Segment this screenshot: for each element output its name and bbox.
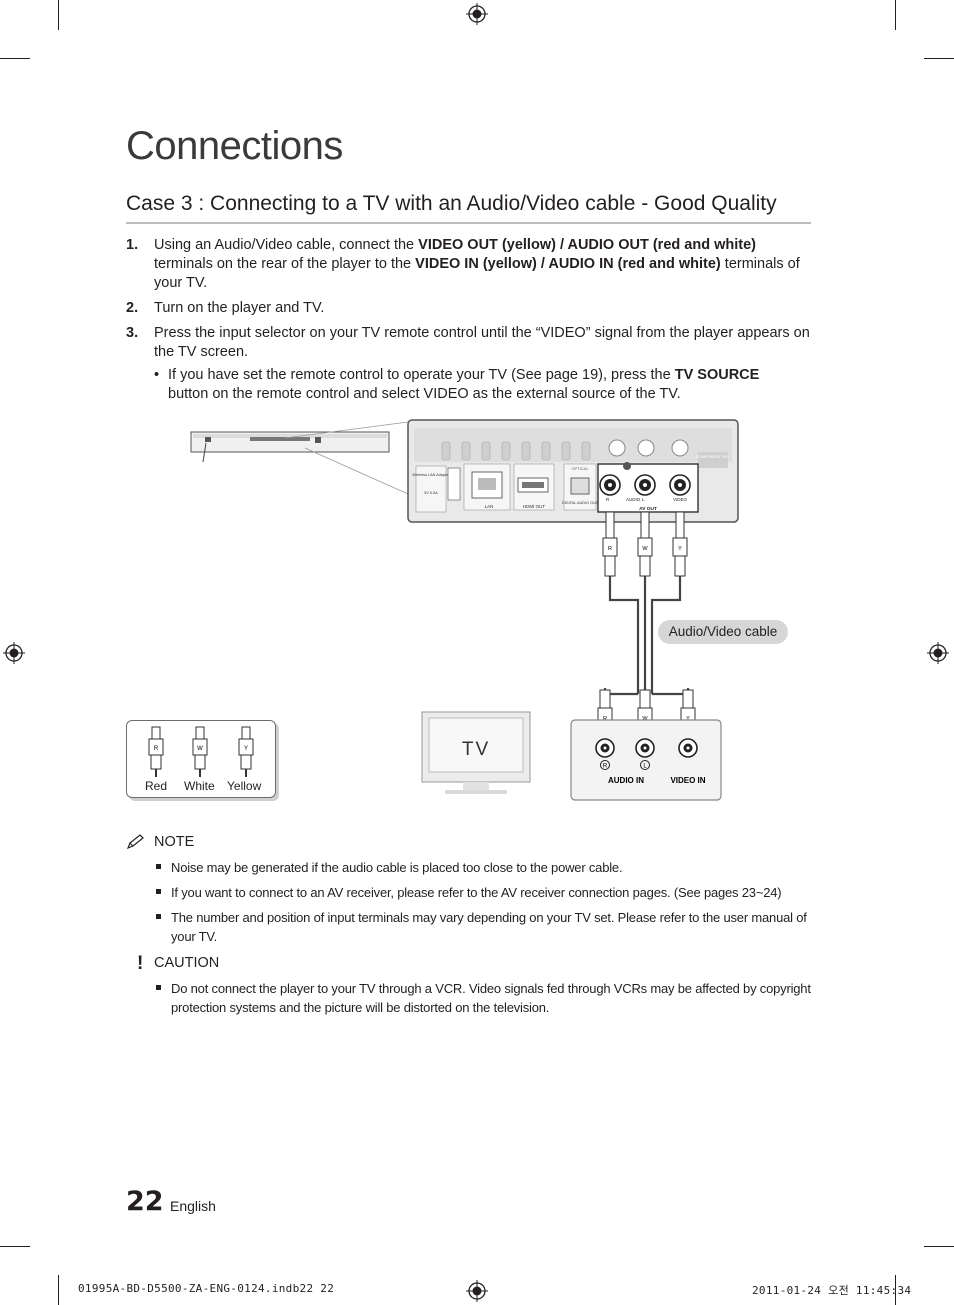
crop-mark	[924, 58, 954, 59]
tv-audio-in-label: AUDIO IN	[608, 776, 644, 785]
top-plugs: R W Y	[602, 511, 688, 577]
registration-mark-icon	[466, 3, 488, 25]
heading-rule	[126, 222, 811, 224]
legend-yellow: Yellow	[227, 779, 262, 793]
crop-mark	[924, 1246, 954, 1247]
bullet-text-part: button on the remote control and select …	[168, 386, 681, 402]
step-number: 2.	[126, 300, 139, 316]
av-cable	[608, 576, 682, 694]
plug-legend-icons: R W Y	[148, 726, 254, 777]
exclamation-icon: !	[137, 953, 144, 974]
bullet-square	[156, 864, 161, 869]
hdmi-label: HDMI OUT	[523, 504, 545, 509]
plug-letter-y: Y	[686, 716, 690, 722]
bullet-text-part: If you have set the remote control to op…	[168, 367, 675, 383]
note-text: The number and position of input termina…	[171, 910, 807, 944]
crop-mark	[0, 58, 30, 59]
av-r-label: R	[606, 497, 610, 502]
step-text: Turn on the player and TV.	[154, 300, 325, 316]
av-video-label: VIDEO	[673, 497, 688, 502]
step-number: 3.	[126, 325, 139, 341]
plug-letter-w: W	[642, 716, 648, 722]
bullet-text-bold: TV SOURCE	[674, 367, 760, 383]
tv-l-label: L	[643, 764, 647, 770]
plug-letter-w: W	[197, 746, 203, 752]
wireless-label: Wireless LAN Adapter	[412, 473, 450, 477]
step-text-part: terminals of your TV.	[154, 256, 800, 291]
caution-text: Do not connect the player to your TV thr…	[171, 981, 811, 1015]
bullet-square	[156, 985, 161, 990]
section-heading: Case 3 : Connecting to a TV with an Audi…	[126, 192, 777, 215]
tv-r-label: R	[603, 764, 608, 770]
step-text-part: terminals on the rear of the player to t…	[154, 256, 416, 272]
bullet-dot: •	[154, 367, 160, 383]
white-plug-icon: W	[192, 726, 208, 777]
crop-mark	[58, 1275, 59, 1305]
wireless-rating: 5V 0.5A	[424, 491, 438, 495]
pencil-icon	[126, 834, 144, 850]
lan-label: LAN	[485, 504, 494, 509]
step-number: 1.	[126, 237, 139, 253]
note-text: If you want to connect to an AV receiver…	[171, 885, 782, 900]
tv-set: TV	[421, 711, 531, 794]
bullet-text: If you have set the remote control to op…	[168, 366, 788, 404]
plug-letter-y: Y	[244, 746, 248, 752]
crop-mark	[895, 0, 896, 30]
registration-mark-icon	[927, 642, 949, 664]
step-text: Press the input selector on your TV remo…	[154, 325, 810, 360]
plug-letter-w: W	[642, 546, 648, 552]
plug-legend: R W Y Red White Yellow	[126, 720, 276, 798]
av-l-label: L	[642, 497, 645, 502]
plug-letter-r: R	[608, 546, 612, 552]
plug-letter-r: R	[154, 746, 159, 752]
plug-letter-r: R	[603, 716, 607, 722]
cable-label: Audio/Video cable	[658, 620, 788, 644]
tv-label: TV	[462, 739, 490, 760]
step-text-bold: VIDEO OUT (yellow) / AUDIO OUT (red and …	[418, 237, 756, 253]
step-text-bold: VIDEO IN (yellow) / AUDIO IN (red and wh…	[415, 256, 721, 272]
tv-video-in-label: VIDEO IN	[670, 776, 705, 785]
optical-label: DIGITAL AUDIO OUT	[562, 501, 599, 505]
tv-input-panel: R L AUDIO IN VIDEO IN	[570, 719, 722, 801]
red-plug-icon: R	[148, 726, 164, 777]
footer-timestamp: 2011-01-24 오전 11:45:34	[752, 1284, 912, 1297]
av-out-label: AV OUT	[639, 506, 657, 512]
crop-mark	[895, 1275, 896, 1305]
footer-file: 01995A-BD-D5500-ZA-ENG-0124.indb22 22	[78, 1282, 335, 1295]
bullet-square	[156, 914, 161, 919]
av-audio-label: AUDIO	[626, 497, 641, 502]
note-text: Noise may be generated if the audio cabl…	[171, 860, 623, 875]
legend-red: Red	[145, 779, 168, 793]
optical-top-label: OPTICAL	[571, 466, 589, 471]
page-language: English	[170, 1198, 216, 1214]
caution-heading: CAUTION	[154, 955, 220, 971]
step-text: Using an Audio/Video cable, connect the …	[154, 236, 814, 293]
page-number: 22	[126, 1186, 164, 1217]
yellow-plug-icon: Y	[238, 726, 254, 777]
registration-mark-icon	[466, 1280, 488, 1302]
step-text-part: Using an Audio/Video cable, connect the	[154, 237, 419, 253]
player-device	[190, 431, 390, 463]
connection-diagram: COMPONENT OUT Wireless LAN Adapter 5V 0.…	[190, 419, 739, 801]
player-rear-panel: COMPONENT OUT Wireless LAN Adapter 5V 0.…	[407, 419, 739, 523]
crop-mark	[58, 0, 59, 30]
note-heading: NOTE	[154, 834, 195, 850]
crop-mark	[0, 1246, 30, 1247]
component-out-label: COMPONENT OUT	[696, 455, 730, 459]
zoom-line	[284, 421, 409, 439]
bullet-square	[156, 889, 161, 894]
registration-mark-icon	[3, 642, 25, 664]
plug-letter-y: Y	[678, 546, 682, 552]
legend-white: White	[184, 779, 215, 793]
page-title: Connections	[126, 124, 343, 168]
zoom-line	[304, 447, 409, 495]
